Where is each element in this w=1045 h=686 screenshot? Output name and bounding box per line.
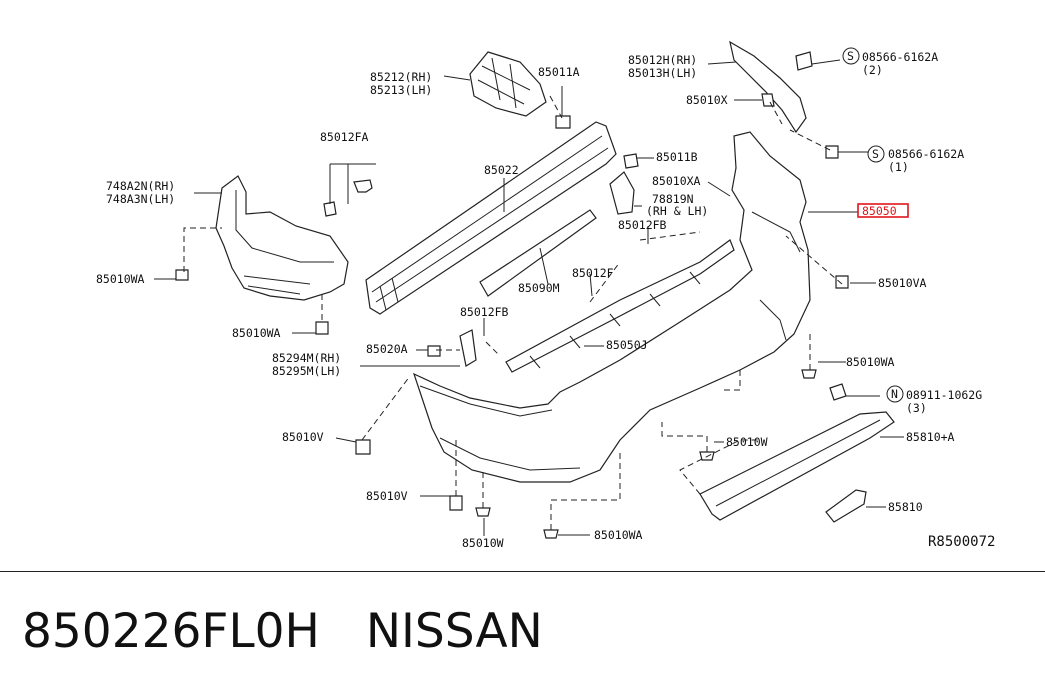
grommet-85010wa-bottom: [543, 529, 559, 539]
symbol-n-circle: [886, 385, 904, 403]
label-85012f: 85012F: [572, 266, 614, 280]
screw-85010v-bottom: [449, 495, 463, 511]
clip-85020a: [427, 345, 441, 357]
bumper-fascia-85050: [412, 131, 811, 483]
label-08566-mid: 08566-6162A: [888, 147, 964, 161]
clip-85010x: [761, 93, 775, 107]
label-78819n: 78819N: [652, 192, 694, 206]
label-85010w-right: 85010W: [726, 435, 768, 449]
label-85011a: 85011A: [538, 65, 580, 79]
bolt-85011a: [555, 115, 571, 129]
reinforcement-85022: [365, 121, 617, 315]
symbol-n: N: [891, 387, 898, 401]
symbol-s-mid: S: [872, 147, 879, 161]
grommet-85010wa-right: [801, 369, 817, 379]
label-85010wa-mid: 85010WA: [232, 326, 281, 340]
label-85010wa-left: 85010WA: [96, 272, 145, 286]
highlight-box-85050: [857, 203, 909, 218]
label-85022: 85022: [484, 163, 519, 177]
retainer-85050j: [505, 239, 735, 373]
bolt-85010va: [835, 275, 849, 289]
label-85810: 85810: [888, 500, 923, 514]
label-08566-top-qty: (2): [862, 63, 883, 77]
symbol-s-circle-top: [842, 47, 860, 65]
brand-name: NISSAN: [365, 603, 543, 659]
label-78819n-side: (RH & LH): [646, 204, 708, 218]
clip-85011b: [623, 153, 639, 169]
label-85010wa-bottom: 85010WA: [594, 528, 643, 542]
label-85810a: 85810+A: [906, 430, 955, 444]
label-08566-mid-qty: (1): [888, 160, 909, 174]
divider-line: [0, 571, 1045, 572]
bracket-78819n: [609, 171, 635, 215]
parts-diagram: S S N 85212(RH) 85213(LH) 85011A 85012H(…: [96, 40, 982, 550]
label-08911-qty: (3): [906, 401, 927, 415]
label-85010xa: 85010XA: [652, 174, 701, 188]
label-85010v-left: 85010V: [282, 430, 324, 444]
label-85090m: 85090M: [518, 281, 560, 295]
label-08566-top: 08566-6162A: [862, 50, 938, 64]
diffuser-85810a: [699, 411, 895, 521]
symbol-s-circle-mid: [867, 145, 885, 163]
nut-08911: [829, 383, 847, 401]
bolt-85010wa-left: [175, 269, 189, 281]
absorber-85090m: [479, 209, 597, 297]
label-85012fb-top: 85012FB: [618, 218, 667, 232]
clip-85012fa: [353, 179, 373, 193]
label-85012h: 85012H(RH): [628, 53, 697, 67]
label-85050: 85050: [862, 204, 897, 218]
bracket-85294m: [459, 329, 477, 367]
label-85212: 85212(RH): [370, 70, 432, 84]
reference-code: R8500072: [928, 534, 996, 550]
label-85213: 85213(LH): [370, 83, 432, 97]
label-85010wa-right: 85010WA: [846, 355, 895, 369]
label-85294m: 85294M(RH): [272, 351, 341, 365]
bracket-85212: [469, 51, 547, 117]
label-85012fa: 85012FA: [320, 130, 369, 144]
bracket-85012h: [729, 40, 807, 134]
screw-85010v-left: [355, 439, 371, 455]
label-85010x: 85010X: [686, 93, 728, 107]
footer: 850226FL0H NISSAN: [22, 596, 543, 666]
label-85013h: 85013H(LH): [628, 66, 697, 80]
grommet-85010w-bottom: [475, 507, 491, 517]
reflector-85810: [825, 489, 867, 523]
label-08911: 08911-1062G: [906, 388, 982, 402]
label-85050j: 85050J: [606, 338, 648, 352]
part-number: 850226FL0H: [22, 603, 320, 659]
label-85010va: 85010VA: [878, 276, 927, 290]
label-85011b: 85011B: [656, 150, 698, 164]
side-bracket-part: [215, 175, 349, 301]
label-85010w-bottom: 85010W: [462, 536, 504, 550]
label-85012fb-mid: 85012FB: [460, 305, 509, 319]
label-85020a: 85020A: [366, 342, 408, 356]
symbol-s-top: S: [847, 49, 854, 63]
label-748a3n: 748A3N(LH): [106, 192, 175, 206]
label-748a2n: 748A2N(RH): [106, 179, 175, 193]
label-85295m: 85295M(LH): [272, 364, 341, 378]
label-85010v-bottom: 85010V: [366, 489, 408, 503]
